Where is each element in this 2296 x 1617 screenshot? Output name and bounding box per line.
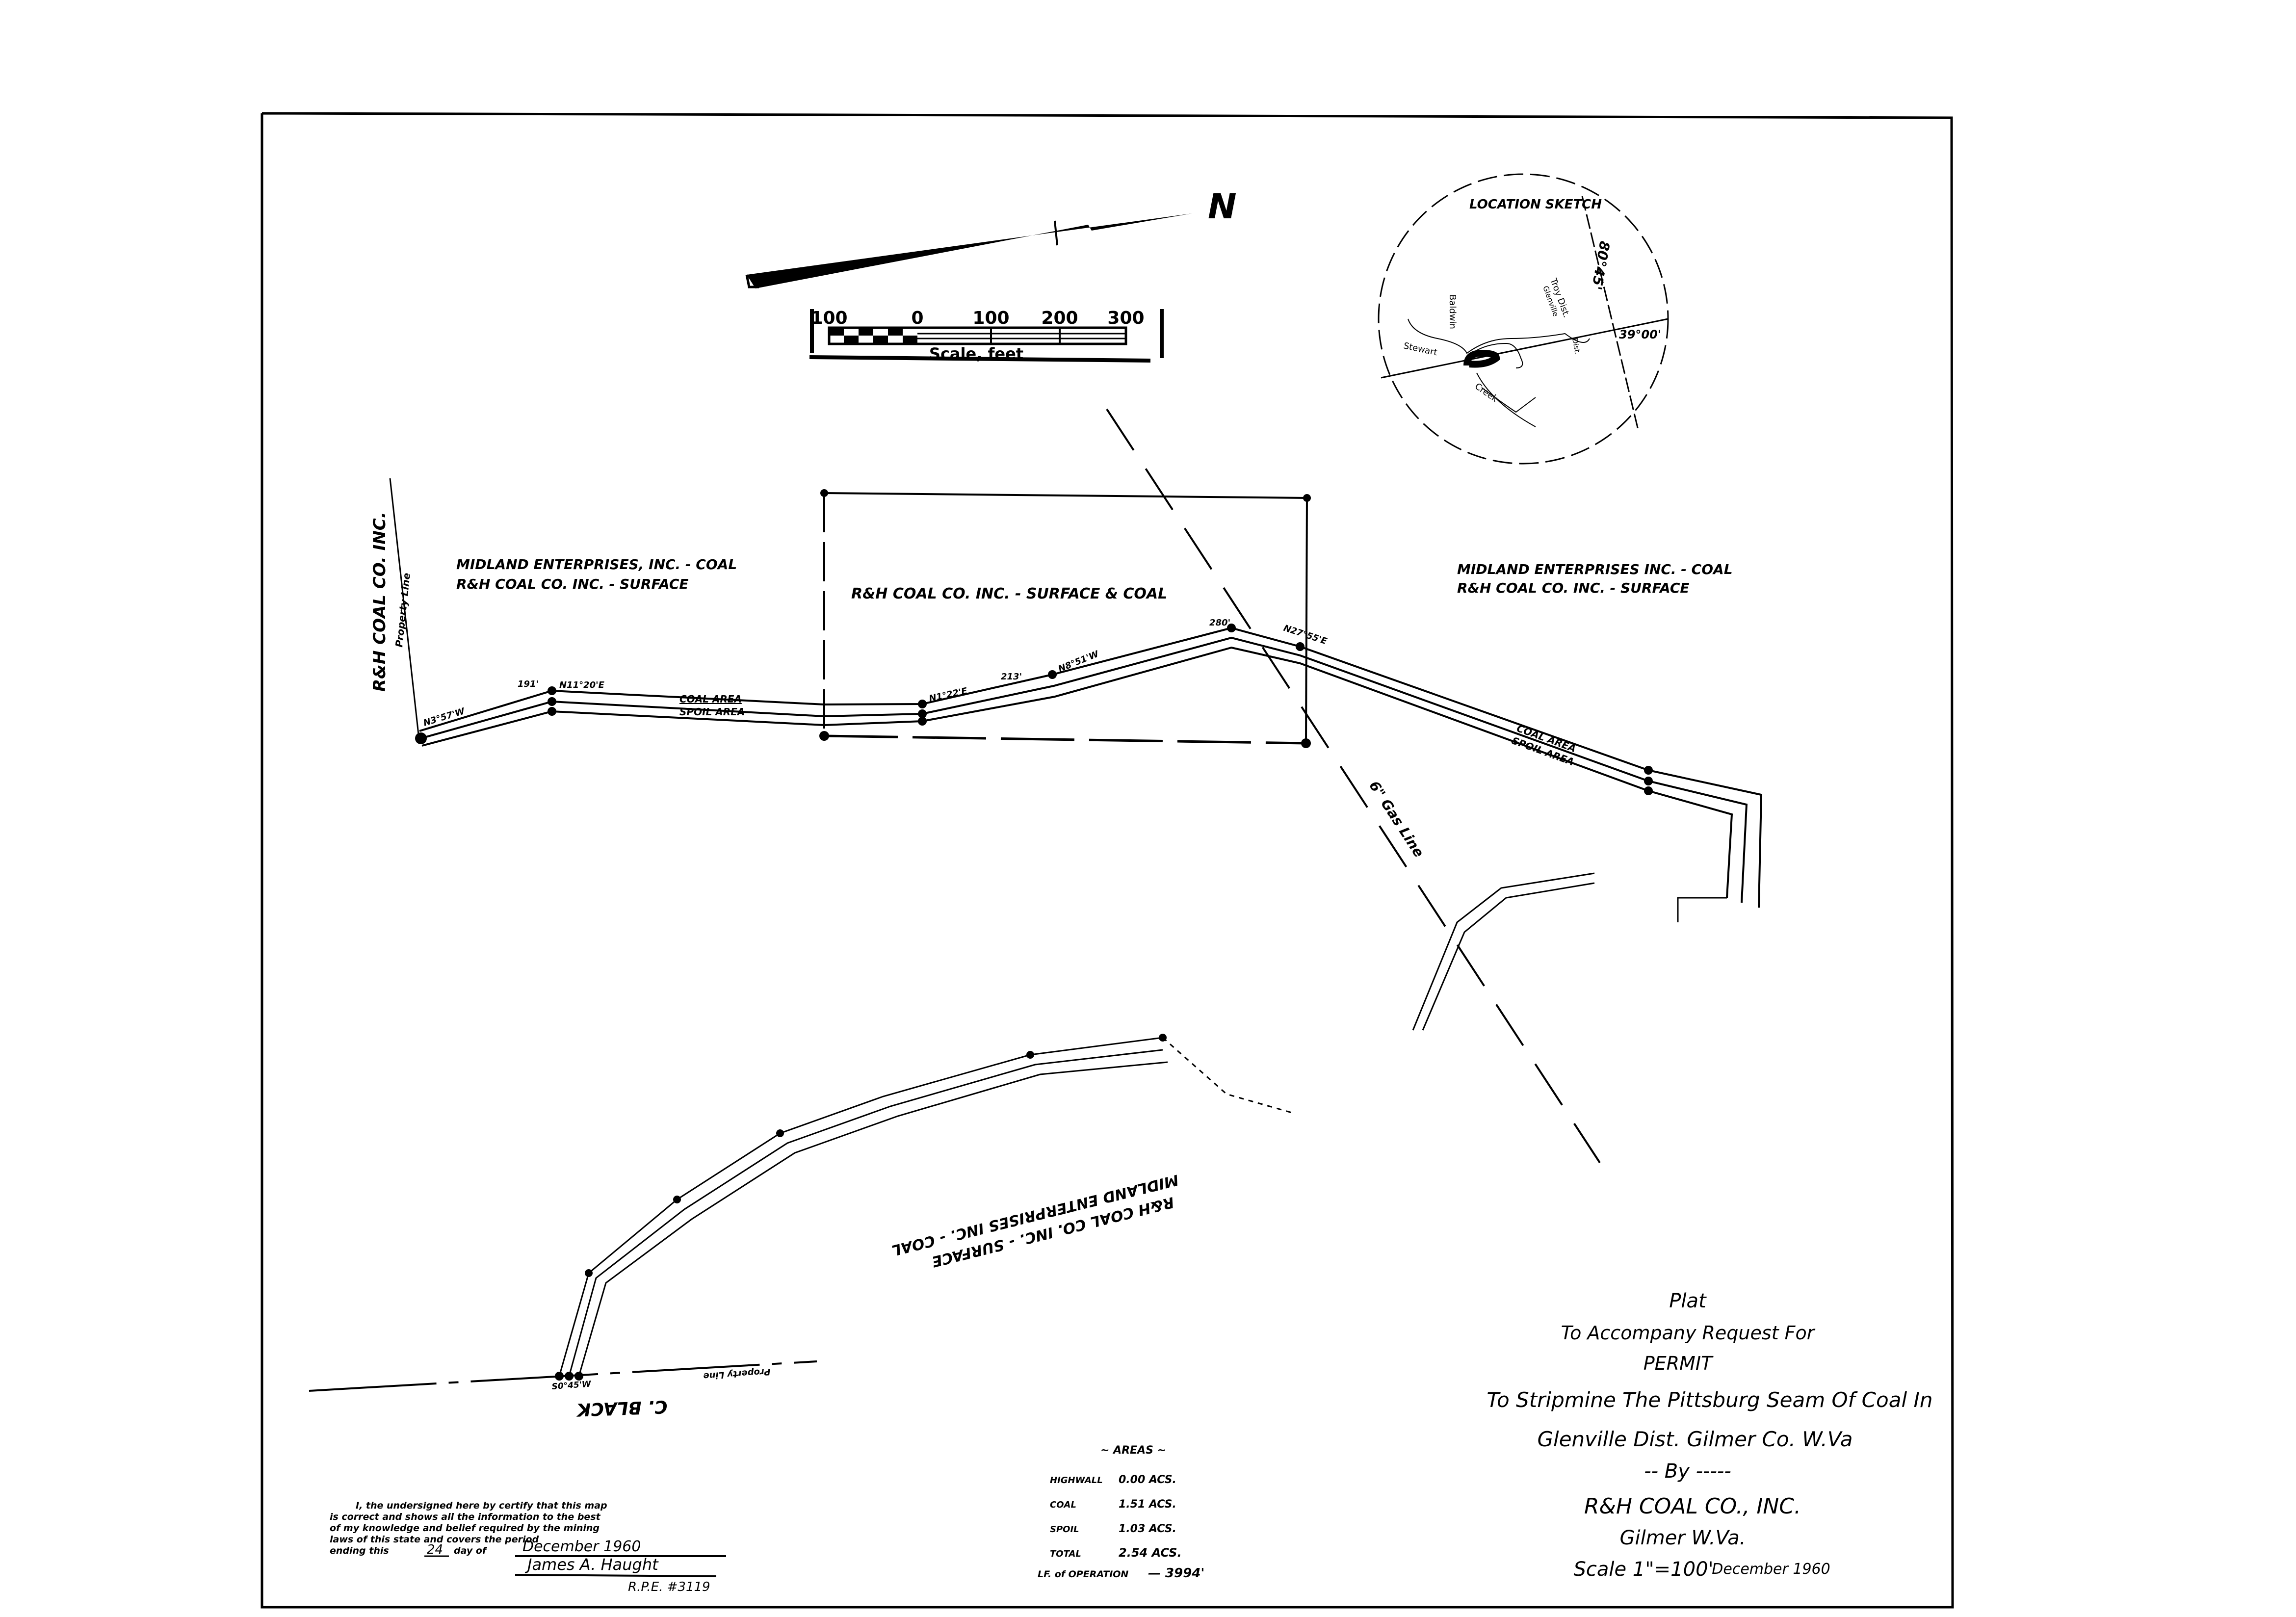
sketch-label: Creek xyxy=(1473,381,1500,404)
scale-tick: 0 xyxy=(911,308,923,328)
areas-heading: ~ AREAS ~ xyxy=(1100,1444,1166,1457)
coal-area-label: COAL AREA xyxy=(679,693,742,705)
title-line: Plat xyxy=(1669,1290,1707,1312)
bearing-label: N11°20'E xyxy=(559,680,605,690)
north-label: N xyxy=(1208,186,1237,227)
property-line-label: Property Line xyxy=(703,1366,771,1382)
scale-tick: 100 xyxy=(810,308,847,328)
west-owner-label: R&H COAL CO. INC. xyxy=(370,512,390,692)
area-label: SPOIL xyxy=(1050,1524,1079,1535)
plat-date: December 1960 xyxy=(1712,1561,1830,1578)
area-label: COAL xyxy=(1050,1500,1076,1510)
title-line: To Accompany Request For xyxy=(1561,1322,1816,1344)
title-line: -- By ----- xyxy=(1644,1460,1731,1483)
cert-line: is correct and shows all the information… xyxy=(330,1512,601,1522)
lf-operation-label: LF. of OPERATION xyxy=(1038,1569,1128,1580)
distance-label: 280' xyxy=(1209,618,1230,628)
sketch-label: Dist. xyxy=(1570,338,1582,356)
scale-caption: Scale, feet xyxy=(929,344,1023,363)
area-value: 2.54 ACS. xyxy=(1119,1546,1182,1560)
area-value: 0.00 ACS. xyxy=(1119,1474,1176,1486)
scale-tick: 200 xyxy=(1041,308,1078,328)
region-label: R&H COAL CO. INC. - SURFACE & COAL xyxy=(851,585,1167,602)
cert-line: laws of this state and covers the period xyxy=(330,1534,539,1545)
bearing-label: N8°51'W xyxy=(1057,649,1101,674)
latitude-label: 39°00' xyxy=(1619,328,1661,341)
scale-tick: 300 xyxy=(1107,308,1144,328)
permit-boundary xyxy=(819,489,1311,748)
scale-tick: 100 xyxy=(972,308,1009,328)
location-sketch-title: LOCATION SKETCH xyxy=(1469,197,1602,212)
cert-month-year: December 1960 xyxy=(522,1538,641,1555)
signature: James A. Haught xyxy=(524,1555,659,1574)
spoil-area-label: SPOIL AREA xyxy=(679,706,745,718)
scale-bar: 100 0 100 200 300 Scale, feet xyxy=(809,308,1164,363)
scale-note: Scale 1"=100' xyxy=(1573,1558,1713,1581)
upper-strip-traverse: N3°57'W 191' N11°20'E COAL AREA SPOIL AR… xyxy=(415,618,1763,1031)
bearing-label: N1°22'E xyxy=(928,686,969,704)
distance-label: 191' xyxy=(518,679,539,689)
cert-line: I, the undersigned here by certify that … xyxy=(356,1500,607,1511)
cert-line: of my knowledge and belief required by t… xyxy=(330,1523,600,1534)
area-label: TOTAL xyxy=(1050,1549,1081,1559)
registration-number: R.P.E. #3119 xyxy=(628,1580,710,1594)
longitude-label: 80°45' xyxy=(1589,240,1613,291)
property-line-label: Property Line xyxy=(393,572,413,648)
title-line: PERMIT xyxy=(1644,1353,1714,1374)
distance-label: 213' xyxy=(1001,672,1022,682)
title-block: Plat To Accompany Request For PERMIT To … xyxy=(1487,1290,1933,1581)
cert-day-of: day of xyxy=(454,1545,488,1556)
cert-line: ending this xyxy=(330,1545,389,1556)
title-line: Glenville Dist. Gilmer Co. W.Va xyxy=(1537,1427,1852,1451)
certification: I, the undersigned here by certify that … xyxy=(330,1500,726,1594)
area-value: 1.03 ACS. xyxy=(1119,1523,1176,1535)
south-property-line xyxy=(309,1360,817,1392)
gas-line-label: 6" Gas Line xyxy=(1366,778,1427,861)
lower-strip-traverse: S0°45'W xyxy=(551,1034,1296,1392)
company-name: R&H COAL CO., INC. xyxy=(1584,1494,1801,1519)
sketch-label: Stewart xyxy=(1403,340,1438,358)
south-owner-label: C. BLACK xyxy=(575,1396,668,1420)
region-label: MIDLAND ENTERPRISES, INC. - COAL xyxy=(456,556,737,573)
areas-table: ~ AREAS ~ HIGHWALL 0.00 ACS. COAL 1.51 A… xyxy=(1038,1444,1204,1581)
bearing-label: N3°57'W xyxy=(422,706,466,729)
area-label: HIGHWALL xyxy=(1050,1475,1103,1486)
region-label: R&H COAL CO. INC. - SURFACE xyxy=(1457,580,1690,596)
west-property-line xyxy=(389,478,420,744)
map-border xyxy=(261,112,1954,1609)
title-line: To Stripmine The Pittsburg Seam Of Coal … xyxy=(1487,1388,1933,1412)
region-label: R&H COAL CO. INC. - SURFACE xyxy=(456,576,689,592)
lf-operation-value: — 3994' xyxy=(1148,1566,1204,1581)
region-label: MIDLAND ENTERPRISES INC. - COAL xyxy=(1457,561,1733,577)
cert-day: 24 xyxy=(427,1542,443,1557)
title-line: Gilmer W.Va. xyxy=(1620,1527,1746,1549)
bearing-label: S0°45'W xyxy=(551,1379,592,1392)
north-arrow: N xyxy=(745,186,1237,288)
gas-line xyxy=(1106,408,1601,1164)
location-sketch: LOCATION SKETCH 80°45' 39°00' Baldwin St… xyxy=(1378,173,1669,465)
area-value: 1.51 ACS. xyxy=(1119,1498,1176,1511)
sketch-label: Baldwin xyxy=(1447,294,1458,329)
